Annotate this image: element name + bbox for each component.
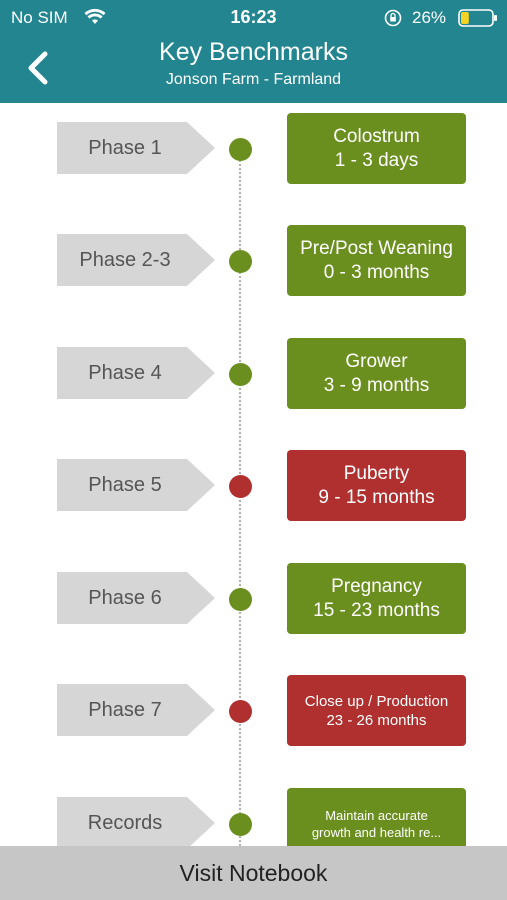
stage-range: 9 - 15 months [318, 486, 435, 508]
wifi-icon [84, 8, 106, 24]
orientation-lock-icon [384, 9, 402, 27]
chevron-left-icon [28, 51, 48, 85]
status-bar: No SIM 16:23 26% [0, 0, 507, 36]
clock: 16:23 [230, 7, 277, 27]
status-dot [229, 475, 252, 498]
battery-percent: 26% [412, 8, 447, 27]
stage-card-colostrum[interactable]: Colostrum 1 - 3 days [287, 113, 466, 184]
timeline-row-phase-6: Phase 6 Pregnancy 15 - 23 months [0, 561, 507, 636]
timeline-row-phase-7: Phase 7 Close up / Production 23 - 26 mo… [0, 673, 507, 748]
stage-name: Colostrum [333, 125, 420, 147]
stage-name: Pre/Post Weaning [300, 237, 453, 259]
stage-range: 0 - 3 months [323, 261, 430, 283]
stage-card-production[interactable]: Close up / Production 23 - 26 months [287, 675, 466, 746]
stage-name: Maintain accurate [325, 807, 428, 823]
timeline-row-records: Records Maintain accurate growth and hea… [0, 786, 507, 861]
page-title: Key Benchmarks [159, 38, 348, 66]
stage-range: 15 - 23 months [313, 599, 440, 621]
stage-range: 23 - 26 months [326, 711, 427, 729]
stage-card-puberty[interactable]: Puberty 9 - 15 months [287, 450, 466, 521]
stage-name: Puberty [343, 462, 410, 484]
timeline-row-phase-2-3: Phase 2-3 Pre/Post Weaning 0 - 3 months [0, 223, 507, 298]
stage-card-weaning[interactable]: Pre/Post Weaning 0 - 3 months [287, 225, 466, 296]
status-dot [229, 250, 252, 273]
timeline-row-phase-4: Phase 4 Grower 3 - 9 months [0, 336, 507, 411]
phase-tag: Phase 2-3 [57, 234, 215, 286]
stage-name: Pregnancy [331, 575, 422, 597]
status-dot [229, 813, 252, 836]
status-dot [229, 138, 252, 161]
status-dot [229, 588, 252, 611]
stage-range: 1 - 3 days [334, 149, 419, 171]
visit-notebook-button[interactable]: Visit Notebook [0, 846, 507, 900]
status-dot [229, 363, 252, 386]
stage-range: growth and health re... [311, 824, 442, 840]
battery-icon [458, 9, 497, 27]
phase-tag: Records [57, 797, 215, 849]
phase-tag: Phase 5 [57, 459, 215, 511]
phase-tag: Phase 7 [57, 684, 215, 736]
stage-name: Grower [345, 350, 408, 372]
status-dot [229, 700, 252, 723]
timeline-row-phase-5: Phase 5 Puberty 9 - 15 months [0, 448, 507, 523]
timeline-row-phase-1: Phase 1 Colostrum 1 - 3 days [0, 111, 507, 186]
stage-name: Close up / Production [304, 692, 449, 710]
carrier-label: No SIM [11, 8, 68, 27]
phase-tag: Phase 4 [57, 347, 215, 399]
phase-tag: Phase 6 [57, 572, 215, 624]
stage-range: 3 - 9 months [323, 374, 430, 396]
back-button[interactable] [20, 48, 56, 88]
visit-notebook-label: Visit Notebook [179, 859, 328, 886]
phase-tag: Phase 1 [57, 122, 215, 174]
page-subtitle: Jonson Farm - Farmland [165, 71, 342, 88]
stage-card-grower[interactable]: Grower 3 - 9 months [287, 338, 466, 409]
header: No SIM 16:23 26% Key B [0, 0, 507, 103]
stage-card-pregnancy[interactable]: Pregnancy 15 - 23 months [287, 563, 466, 634]
